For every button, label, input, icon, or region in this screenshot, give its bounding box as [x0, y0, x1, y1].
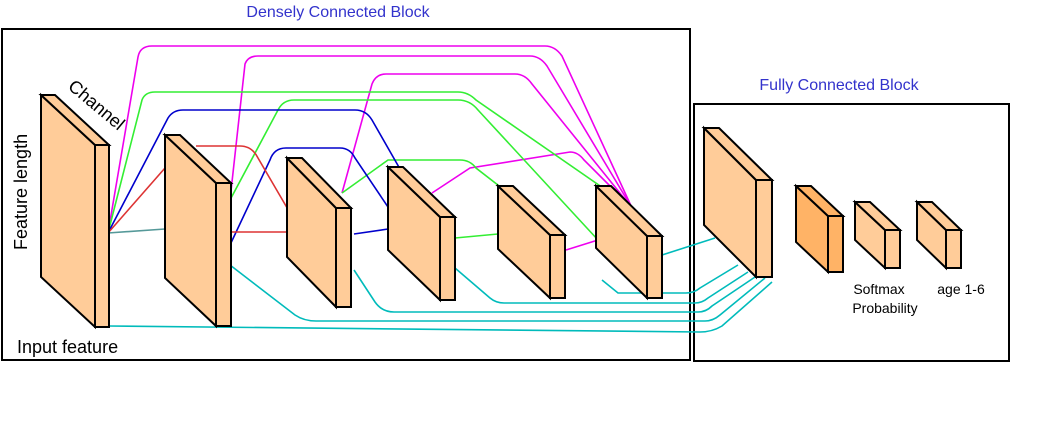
cyan-link [353, 269, 759, 313]
fc-layer-2-block [793, 183, 846, 275]
cyan-link [229, 264, 766, 322]
fully-connected-block-frame [693, 103, 1010, 362]
blue-link [107, 109, 413, 234]
green-link [107, 91, 633, 234]
fc-layer-1-block [701, 125, 775, 280]
dense-layer-4-block [495, 183, 568, 301]
green-link [341, 159, 531, 211]
green-link [454, 233, 499, 239]
probability-label: Probability [852, 300, 917, 316]
cyan-link [107, 281, 773, 333]
feature-length-label: Feature length [11, 134, 31, 250]
age-label: age 1-6 [937, 281, 985, 297]
dense-layer-2-block [284, 155, 354, 310]
red-link [196, 145, 301, 231]
cyan-link [454, 267, 749, 304]
cyan-link [601, 264, 739, 294]
connection-lines [107, 45, 773, 333]
magenta-link [431, 151, 633, 209]
magenta-link [107, 45, 633, 234]
red-link [107, 167, 166, 234]
cyan-link [661, 237, 716, 256]
densely-connected-block-frame [1, 28, 691, 361]
softmax-block [852, 199, 903, 271]
input-feature-label: Input feature [17, 337, 118, 357]
magenta-link [229, 55, 633, 209]
teal-link [107, 228, 166, 234]
magenta-link [565, 239, 599, 251]
age-output-block [914, 199, 964, 271]
green-link [229, 99, 599, 241]
softmax-label: Softmax [853, 281, 904, 297]
magenta-link [341, 73, 633, 209]
dense-layer-1-block [162, 132, 234, 329]
blue-link [229, 147, 391, 246]
dense-layer-5-block [593, 183, 665, 301]
blue-link [353, 228, 389, 235]
dense-layer-3-block [385, 164, 458, 303]
input-feature-block [38, 92, 112, 330]
densely-connected-block-title: Densely Connected Block [246, 4, 430, 21]
fully-connected-block-title: Fully Connected Block [759, 77, 919, 94]
